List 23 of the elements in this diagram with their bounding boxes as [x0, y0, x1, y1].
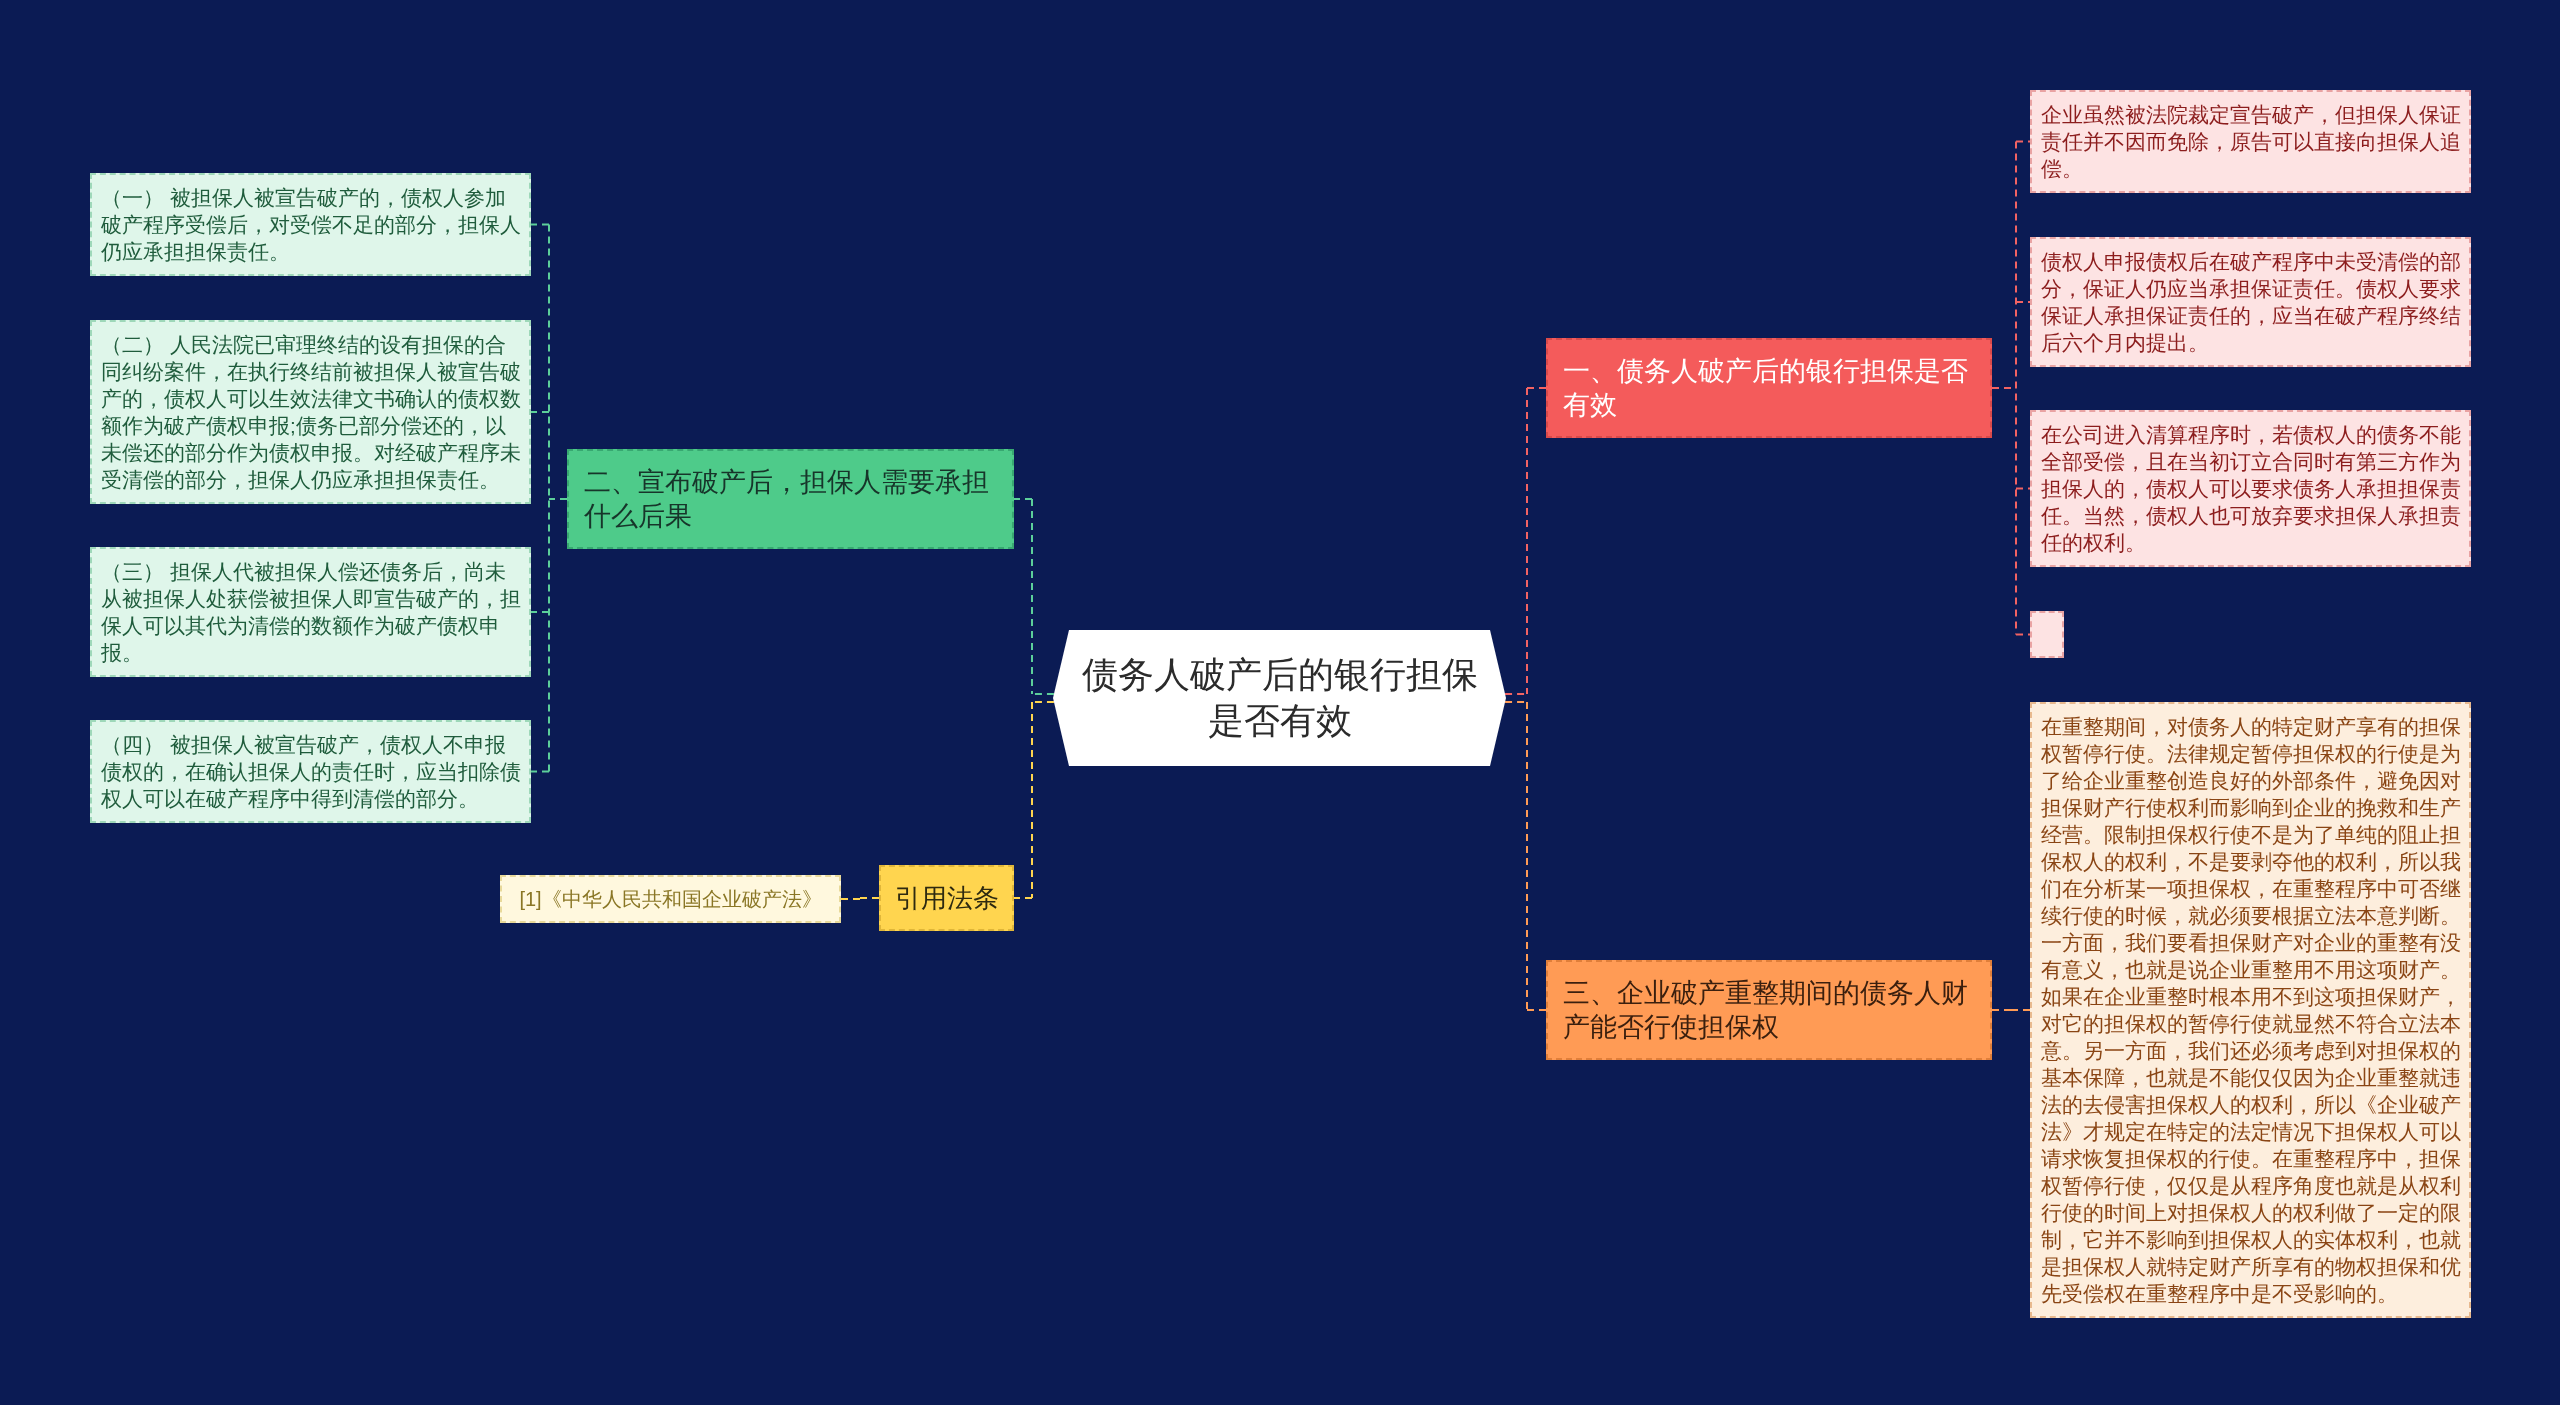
central-topic: 债务人破产后的银行担保是否有效	[1053, 630, 1506, 766]
note-box: [1]《中华人民共和国企业破产法》	[500, 875, 841, 923]
topic-box: 三、企业破产重整期间的债务人财产能否行使担保权	[1546, 960, 1992, 1060]
note-box: 在重整期间，对债务人的特定财产享有的担保权暂停行使。法律规定暂停担保权的行使是为了给企业重整创造良好的外部条件，避免因对担保财产行使权利而影响到企业的挽救和生产经营。限制担保权行使不是为了单纯的阻止担保权人的权利，不是要剥夺他的权利，所以我们在分析某一项担保权，在重整程序中可否继续行使的时候，就必须要根据立法本意判断。一方面，我们要看担保财产对企业的重整有没有意义，也就是说企业重整用不用这项财产。如果在企业重整时根本用不到这项担保财产，对它的担保权的暂停行使就显然不符合立法本意。另一方面，我们还必须考虑到对担保权的基本保障，也就是不能仅仅因为企业重整就违法的去侵害担保权人的权利，所以《企业破产法》才规定在特定的法定情况下担保权人可以请求恢复担保权的行使。在重整程序中，担保权暂停行使，仅仅是从程序角度也就是从权利行使的时间上对担保权人的权利做了一定的限制，它并不影响到担保权人的实体权利，也就是担保权人就特定财产所享有的物权担保和优先受偿权在重整程序中是不受影响的。	[2030, 702, 2471, 1318]
note-box: （二） 人民法院已审理终结的设有担保的合同纠纷案件，在执行终结前被担保人被宣告破产的，债权人可以生效法律文书确认的债权数额作为破产债权申报;债务已部分偿还的，以未偿还的部分作为债权申报。对经破产程序未受清偿的部分，担保人仍应承担担保责任。	[90, 320, 531, 504]
topic-box: 二、宣布破产后，担保人需要承担什么后果	[567, 449, 1014, 549]
connector	[530, 223, 568, 773]
note-box: （四） 被担保人被宣告破产，债权人不申报债权的，在确认担保人的责任时，应当扣除债权人可以在破产程序中得到清偿的部分。	[90, 720, 531, 823]
note-box: （三） 担保人代被担保人偿还债务后，尚未从被担保人处获偿被担保人即宣告破产的，担保人可以其代为清偿的数额作为破产债权申报。	[90, 547, 531, 677]
connector	[1013, 498, 1055, 695]
connector	[1504, 701, 1547, 1011]
topic-box: 引用法条	[879, 865, 1014, 931]
note-box: （一） 被担保人被宣告破产的，债权人参加破产程序受偿后，对受偿不足的部分，担保人仍应承担担保责任。	[90, 173, 531, 276]
note-box: 债权人申报债权后在破产程序中未受清偿的部分，保证人仍应当承担保证责任。债权人要求保证人承担保证责任的，应当在破产程序终结后六个月内提出。	[2030, 237, 2471, 367]
note-box: 企业虽然被法院裁定宣告破产，但担保人保证责任并不因而免除，原告可以直接向担保人追偿。	[2030, 90, 2471, 193]
connector	[840, 897, 880, 900]
connector	[1991, 1009, 2031, 1011]
note-box: 在公司进入清算程序时，若债权人的债务不能全部受偿，且在当初订立合同时有第三方作为担保人的，债权人可以要求债务人承担担保责任。当然，债权人也可放弃要求担保人承担责任的权利。	[2030, 410, 2471, 567]
connector	[1013, 701, 1055, 899]
empty-box	[2030, 611, 2064, 658]
connector	[1504, 387, 1547, 695]
connector	[1991, 140, 2031, 636]
topic-box: 一、债务人破产后的银行担保是否有效	[1546, 338, 1992, 438]
